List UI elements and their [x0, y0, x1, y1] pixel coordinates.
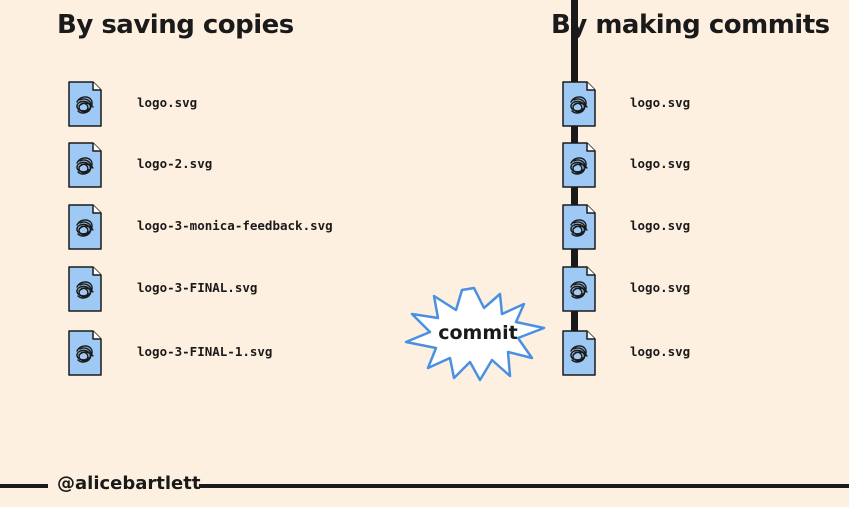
file-icon	[561, 265, 597, 313]
saved-copy-filename: logo-3-monica-feedback.svg	[137, 218, 333, 233]
saved-copy-filename: logo.svg	[137, 95, 198, 110]
saved-copy-filename: logo-3-FINAL-1.svg	[137, 344, 273, 359]
scribble-logo-icon	[570, 219, 588, 237]
committed-filename: logo.svg	[630, 156, 691, 171]
file-icon	[67, 265, 103, 313]
committed-filename: logo.svg	[630, 344, 691, 359]
scribble-logo-icon	[570, 157, 588, 175]
saved-copy-filename: logo-2.svg	[137, 156, 213, 171]
scribble-logo-icon	[570, 345, 588, 363]
committed-filename: logo.svg	[630, 218, 691, 233]
scribble-logo-icon	[76, 281, 94, 299]
file-icon	[67, 329, 103, 377]
file-icon	[561, 203, 597, 251]
footer-rule-left	[0, 484, 48, 488]
saving-copies-heading: By saving copies	[57, 10, 294, 40]
commit-burst: commit	[404, 286, 546, 382]
file-icon	[561, 329, 597, 377]
scribble-logo-icon	[76, 345, 94, 363]
file-icon	[561, 141, 597, 189]
file-icon	[67, 80, 103, 128]
committed-filename: logo.svg	[630, 95, 691, 110]
file-icon	[67, 141, 103, 189]
scribble-logo-icon	[76, 157, 94, 175]
burst-shape	[404, 286, 546, 382]
making-commits-heading: By making commits	[551, 10, 830, 40]
footer-rule-right	[199, 484, 849, 488]
commit-label: commit	[438, 322, 518, 344]
author-handle: @alicebartlett	[57, 473, 201, 494]
scribble-logo-icon	[570, 281, 588, 299]
scribble-logo-icon	[76, 96, 94, 114]
file-icon	[561, 80, 597, 128]
scribble-logo-icon	[76, 219, 94, 237]
file-icon	[67, 203, 103, 251]
committed-filename: logo.svg	[630, 280, 691, 295]
scribble-logo-icon	[570, 96, 588, 114]
saved-copy-filename: logo-3-FINAL.svg	[137, 280, 258, 295]
